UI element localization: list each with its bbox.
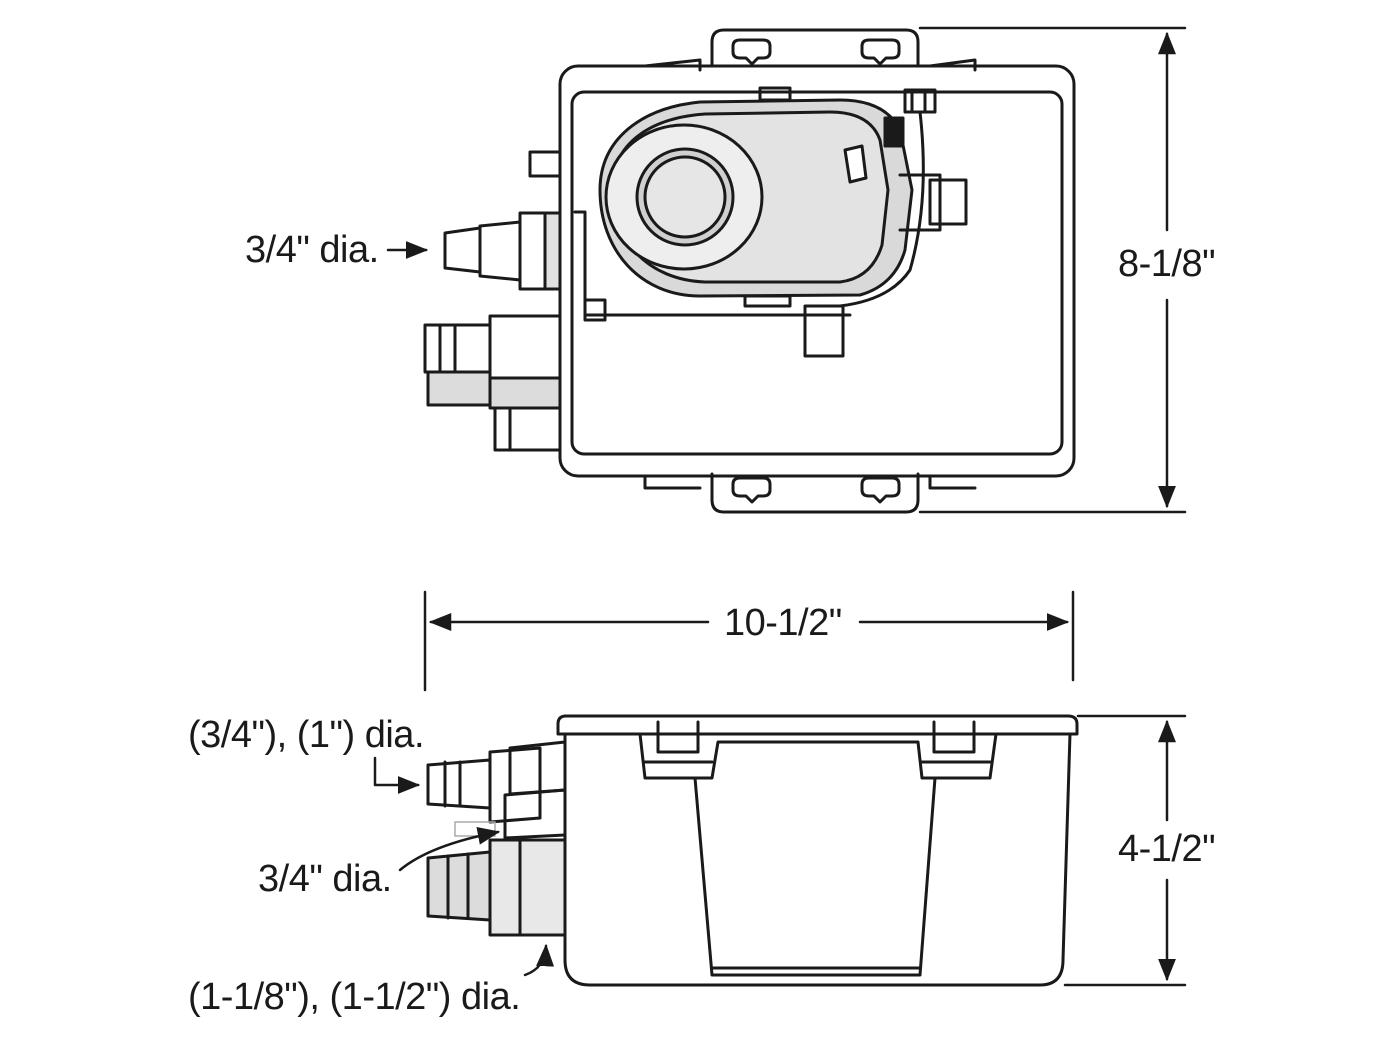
dimension-8-1-8	[918, 26, 1187, 514]
mounting-tab-top	[643, 28, 977, 72]
upper-ports-label: (3/4"), (1") dia.	[188, 714, 425, 756]
mounting-tab-bottom	[643, 472, 977, 514]
lower-port-fittings	[426, 821, 567, 937]
lower-ports-label: (1-1/8"), (1-1/2") dia.	[188, 976, 521, 1018]
pump-body	[598, 86, 968, 358]
height-dimension-label-top: 8-1/8"	[1118, 243, 1216, 285]
width-dimension-label: 10-1/2"	[724, 602, 842, 644]
outlet-fittings-top	[423, 314, 562, 452]
middle-port-label: 3/4" dia.	[258, 858, 392, 900]
dimension-4-1-2	[1063, 714, 1187, 987]
side-view	[426, 714, 1079, 987]
height-dimension-label-side: 4-1/2"	[1118, 828, 1216, 870]
basin-lid	[556, 714, 1079, 736]
basin-body	[563, 732, 1072, 987]
lower-port-leader	[523, 943, 555, 977]
top-view	[423, 28, 1076, 514]
inlet-fitting-top	[443, 150, 562, 291]
upper-port-fittings	[426, 740, 567, 840]
middle-port-leader	[398, 826, 501, 872]
upper-port-leader	[373, 756, 421, 794]
dimension-10-1-2	[423, 590, 1075, 692]
inlet-diameter-label: 3/4" dia.	[245, 229, 379, 271]
